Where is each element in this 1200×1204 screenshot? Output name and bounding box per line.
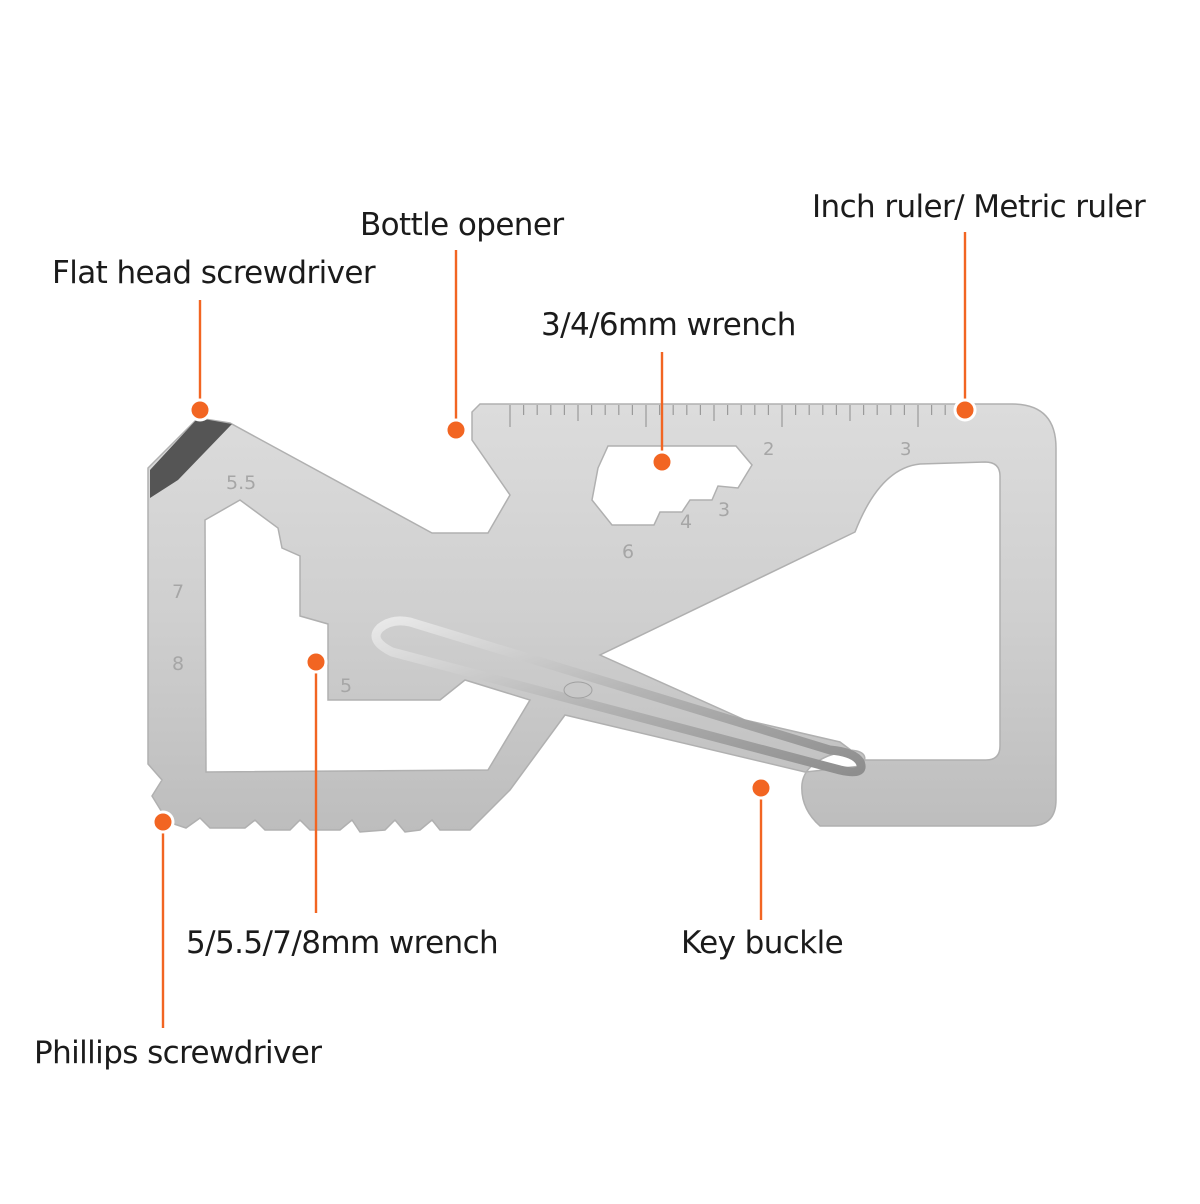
dot-ruler [953, 398, 977, 422]
etch-left-size-2: 7 [172, 581, 184, 603]
key-buckle-wire [371, 616, 866, 777]
dot-wrench-small [650, 450, 674, 474]
dot-flat-head [188, 398, 212, 422]
tool-body [147, 403, 1057, 833]
dot-bottle-opener [444, 418, 468, 442]
label-ruler: Inch ruler/ Metric ruler [812, 189, 1146, 225]
etch-ruler-number-2: 3 [900, 439, 911, 460]
etch-socket-size-1: 6 [622, 541, 634, 563]
ruler-ticks [509, 405, 946, 427]
label-phillips-screwdriver: Phillips screwdriver [34, 1035, 322, 1071]
label-key-buckle: Key buckle [681, 925, 844, 961]
etch-ruler-number-1: 2 [763, 439, 774, 460]
etch-inner-size: 5 [340, 675, 352, 697]
dot-wrench-large [304, 650, 328, 674]
dot-key-buckle [749, 776, 773, 800]
label-flat-head-screwdriver: Flat head screwdriver [52, 255, 376, 291]
etch-socket-size-3: 3 [718, 499, 730, 521]
etch-left-size-3: 8 [172, 653, 184, 675]
label-wrench-large: 5/5.5/7/8mm wrench [186, 925, 499, 961]
label-wrench-small: 3/4/6mm wrench [541, 307, 796, 343]
edge-bevel [150, 418, 232, 498]
etch-socket-size-2: 4 [680, 511, 692, 533]
dot-phillips [151, 810, 175, 834]
label-bottle-opener: Bottle opener [360, 207, 564, 243]
etch-left-size-1: 5.5 [226, 472, 256, 494]
